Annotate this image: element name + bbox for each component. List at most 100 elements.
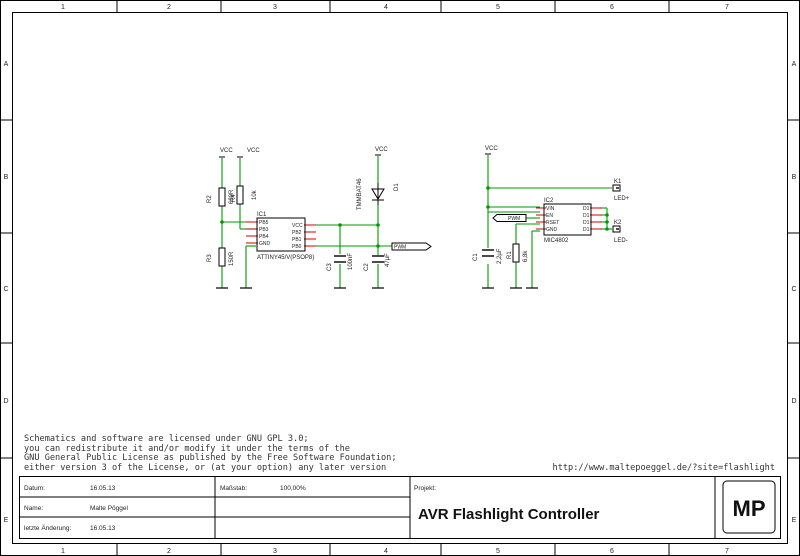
col-label: 2 [167,548,171,555]
col-label: 2 [167,4,171,11]
massstab-label: Maßstab: [220,485,247,492]
ic1-pin: PB4 [259,234,269,240]
license-line: either version 3 of the License, or (at … [24,463,386,473]
ic1-part: ATTINY45/V(PSOP8) [257,255,314,261]
diode-d1 [371,183,385,205]
row-label: C [791,286,796,293]
col-label: 4 [384,548,388,555]
r4-ref: R4 [231,194,237,202]
ic1-pin: PB3 [259,227,269,233]
r4-value: 10k [252,189,258,200]
c3-value: 100nF [348,253,354,270]
ic1-pin: VCC [292,223,303,229]
c2-ref: C2 [364,263,370,271]
k1-ref: K1 [614,179,622,185]
col-label: 1 [61,4,65,11]
net-label-pwm-in: PWM [492,214,527,222]
col-label: 4 [384,4,388,11]
k2-ref: K2 [614,220,622,226]
col-label: 3 [273,548,277,555]
resistor-r3 [218,247,226,267]
license-text: Schematics and software are licensed und… [24,434,397,473]
resistor-r4 [236,185,244,205]
capacitor-labels: C3 100nF C2 47µF C1 2,2µF [327,248,503,271]
r3-value: 150R [229,251,235,266]
row-label: D [791,398,796,405]
vcc-symbols: VCC VCC VCC VCC [219,146,498,158]
resistor-r2 [218,187,226,207]
ic1-body [256,217,306,252]
pwm-label: PWM [508,216,520,222]
col-label: 5 [496,548,500,555]
k2-pin: LED- [614,238,628,244]
vcc-label: VCC [375,147,388,153]
ic1: IC1 ATTINY45/V(PSOP8) PB5 PB3 PB4 GND VC… [246,212,316,261]
resistor-r1 [512,243,520,263]
ic2-pin: D1 [583,206,590,212]
aenderung-label: letzte Änderung: [24,524,72,532]
c1-ref: C1 [473,253,479,261]
ic2: IC2 MIC4802 VIN EN RSET GND D1 D1 D1 D1 [536,198,602,244]
col-label: 7 [725,548,729,555]
col-label: 6 [610,548,614,555]
ic1-pin: PB1 [292,237,302,243]
row-label: A [4,61,9,68]
k1-pin: LED+ [614,196,630,202]
ic1-pin: PB2 [292,230,302,236]
title-block [19,476,781,539]
row-labels: A B C D E A B C D E [3,61,796,524]
ic1-pin: PB5 [259,220,269,226]
aenderung-value: 16.05.13 [90,525,116,532]
logo-text: MP [733,496,766,521]
resistors [218,185,520,267]
ic2-pin: VIN [546,206,555,212]
name-label: Name: [24,505,43,512]
col-label: 7 [725,4,729,11]
c2-value: 47µF [385,253,391,267]
license-line: Schematics and software are licensed und… [24,434,309,444]
junctions [220,186,609,248]
row-label: D [3,398,8,405]
col-label: 1 [61,548,65,555]
ic2-part: MIC4802 [544,238,569,244]
row-label: B [792,174,797,181]
ic2-pin: D1 [583,227,590,233]
ic2-pin: D1 [583,213,590,219]
c3-ref: C3 [327,263,333,271]
title-block-fields: Datum: 16.05.13 Name: Malte Pöggel letzt… [24,485,600,532]
c1-value: 2,2µF [497,248,503,264]
datum-value: 16.05.13 [90,485,116,492]
projekt-label: Projekt: [414,485,436,492]
resistor-labels: R2 680R R4 10k R3 150R R1 6,8k [207,189,529,266]
license-line: you can redistribute it and/or modify it… [24,444,350,454]
project-title: AVR Flashlight Controller [418,506,600,523]
vcc-label: VCC [220,148,233,154]
r3-ref: R3 [207,254,213,262]
r2-ref: R2 [207,195,213,203]
row-label: A [792,61,797,68]
ic2-pin: EN [546,213,553,219]
ic2-pin: D1 [583,220,590,226]
d1-value: TMMBAT46 [357,178,363,210]
massstab-value: 100,00% [280,485,306,492]
net-label-pwm-out: PWM [391,242,432,251]
col-label: 5 [496,4,500,11]
row-label: E [4,517,9,524]
col-label: 3 [273,4,277,11]
connector-k2: K2 LED- [612,220,628,244]
d1-ref: D1 [394,183,400,191]
r1-ref: R1 [507,251,513,259]
vcc-label: VCC [485,146,498,152]
project-url: http://www.maltepoeggel.de/?site=flashli… [553,463,775,473]
row-label: E [792,517,797,524]
name-value: Malte Pöggel [90,505,128,512]
col-label: 6 [610,4,614,11]
vcc-label: VCC [247,148,260,154]
ic2-pin: RSET [546,220,559,226]
license-line: GNU General Public License as published … [24,453,397,463]
ic2-pin: GND [546,227,558,233]
column-labels: 1 2 3 4 5 6 7 1 2 3 4 5 6 7 [61,4,729,555]
ic2-body [543,203,592,236]
ic1-pin: PB0 [292,244,302,250]
